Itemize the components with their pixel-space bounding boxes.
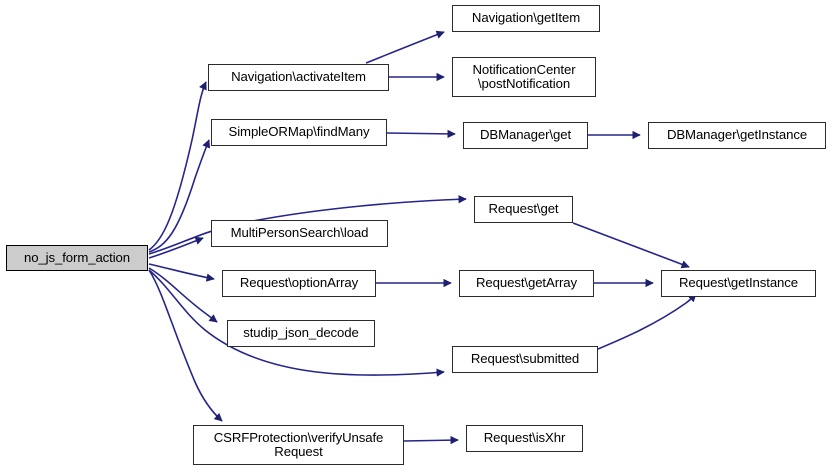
graph-node-reqGet[interactable]: Request\get <box>474 196 573 223</box>
graph-edge-activateItem-to-getItem <box>365 30 445 64</box>
graph-edge-root-to-findMany <box>148 139 211 253</box>
graph-node-label-reqGet: Request\get <box>488 201 559 217</box>
graph-node-postNotification[interactable]: NotificationCenter \postNotification <box>452 57 596 97</box>
graph-node-isXhr[interactable]: Request\isXhr <box>466 425 583 452</box>
graph-edge-csrf-to-isXhr <box>403 435 459 445</box>
graph-node-getItem[interactable]: Navigation\getItem <box>452 5 600 32</box>
graph-node-submitted[interactable]: Request\submitted <box>452 346 598 373</box>
graph-node-label-getArray: Request\getArray <box>475 275 578 291</box>
graph-node-label-activateItem: Navigation\activateItem <box>231 69 366 85</box>
graph-node-root[interactable]: no_js_form_action <box>6 245 148 271</box>
graph-edge-reqGet-to-reqGetInstance <box>572 222 690 269</box>
graph-edge-root-to-optionArray <box>148 263 215 282</box>
graph-edge-root-to-mpsLoad <box>148 236 204 259</box>
graph-node-label-dbGetInstance: DBManager\getInstance <box>666 127 808 143</box>
graph-node-reqGetInstance[interactable]: Request\getInstance <box>661 270 816 297</box>
graph-node-jsonDecode[interactable]: studip_json_decode <box>227 320 375 347</box>
graph-node-label-dbGet: DBManager\get <box>479 127 572 143</box>
graph-node-label-submitted: Request\submitted <box>470 351 580 367</box>
graph-edge-root-to-jsonDecode <box>148 267 218 323</box>
graph-node-label-postNotification: NotificationCenter \postNotification <box>472 61 576 91</box>
graph-node-dbGetInstance[interactable]: DBManager\getInstance <box>648 122 826 149</box>
graph-edge-submitted-to-reqGetInstance <box>597 293 697 350</box>
graph-node-label-findMany: SimpleORMap\findMany <box>228 124 370 140</box>
graph-node-getArray[interactable]: Request\getArray <box>459 270 594 297</box>
graph-node-label-mpsLoad: MultiPersonSearch\load <box>230 225 369 241</box>
graph-node-label-csrf: CSRFProtection\verifyUnsafe Request <box>213 429 384 459</box>
graph-edge-root-to-activateItem <box>148 81 207 251</box>
graph-node-label-reqGetInstance: Request\getInstance <box>678 275 799 291</box>
graph-node-findMany[interactable]: SimpleORMap\findMany <box>211 119 387 146</box>
graph-node-label-jsonDecode: studip_json_decode <box>243 325 359 341</box>
graph-node-optionArray[interactable]: Request\optionArray <box>222 270 376 297</box>
graph-node-label-optionArray: Request\optionArray <box>239 275 359 291</box>
graph-node-label-getItem: Navigation\getItem <box>471 10 581 26</box>
graph-node-dbGet[interactable]: DBManager\get <box>463 122 588 149</box>
graph-edge-root-to-csrf <box>148 269 223 422</box>
graph-node-activateItem[interactable]: Navigation\activateItem <box>208 64 389 91</box>
graph-node-mpsLoad[interactable]: MultiPersonSearch\load <box>211 220 388 247</box>
graph-node-label-root: no_js_form_action <box>23 249 131 265</box>
graph-edge-findMany-to-dbGet <box>386 129 456 139</box>
graph-node-csrf[interactable]: CSRFProtection\verifyUnsafe Request <box>193 425 404 465</box>
graph-node-label-isXhr: Request\isXhr <box>483 430 566 446</box>
